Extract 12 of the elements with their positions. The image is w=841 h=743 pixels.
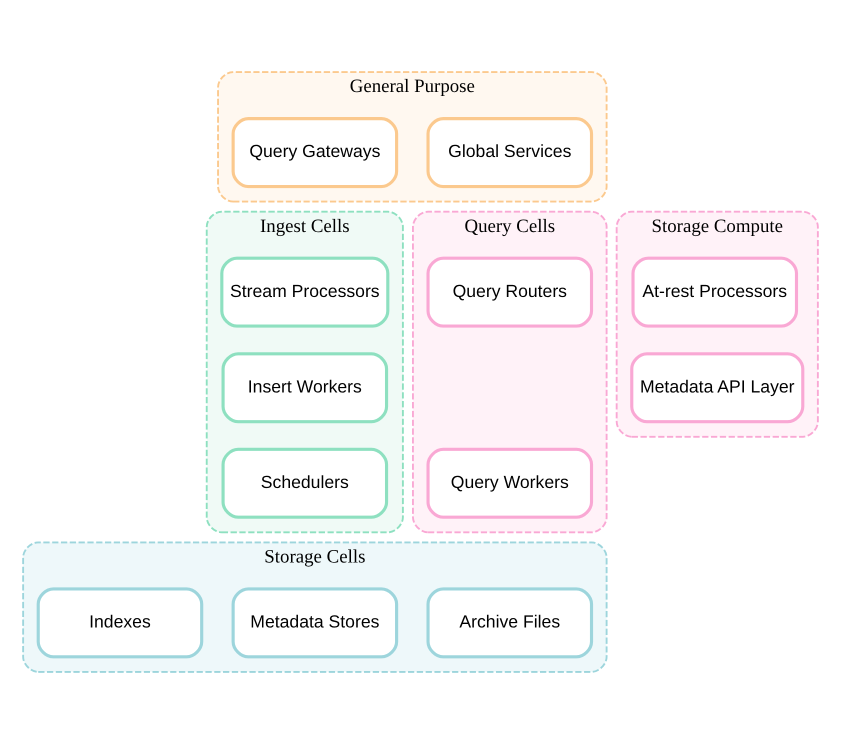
node-box: Query Workers [426, 447, 594, 518]
node-box: Query Routers [426, 256, 594, 328]
node-box: Metadata API Layer [630, 352, 804, 423]
node-box: Stream Processors [220, 256, 390, 328]
node-box: Schedulers [222, 447, 388, 518]
node-box: Metadata Stores [232, 586, 398, 658]
node-box: Archive Files [426, 586, 594, 658]
node-box: Insert Workers [222, 352, 388, 423]
node-box: Global Services [426, 116, 594, 188]
node-box: At-rest Processors [631, 256, 798, 328]
node-box: Indexes [36, 586, 204, 658]
node-box: Query Gateways [232, 116, 398, 188]
